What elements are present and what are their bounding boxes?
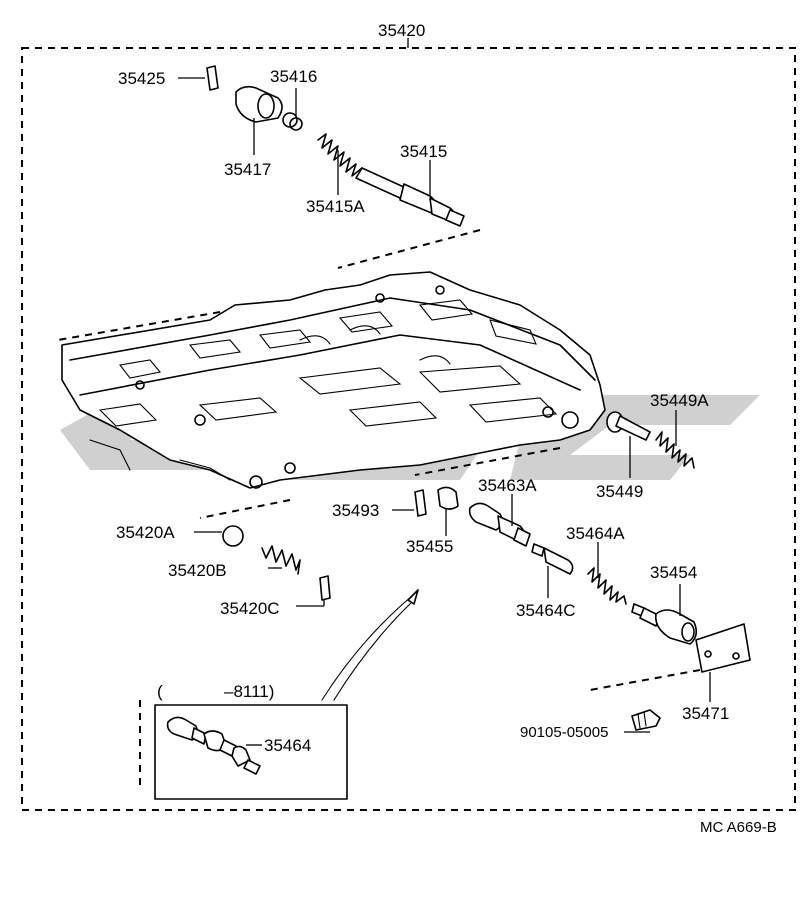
footer-code: MC A669-B bbox=[700, 819, 777, 836]
part-35454-valve bbox=[631, 584, 698, 645]
part-35493-key bbox=[392, 489, 427, 517]
label-35420B: 35420B bbox=[168, 561, 227, 580]
part-35464A-spring bbox=[587, 542, 627, 605]
valve-body bbox=[61, 271, 606, 489]
part-35449-plug bbox=[606, 411, 651, 478]
inset-range-label: –8111) bbox=[224, 682, 274, 701]
axis-line-lower-left bbox=[199, 499, 291, 519]
part-35464C-plug bbox=[531, 543, 574, 598]
label-35449: 35449 bbox=[596, 482, 643, 501]
label-35420A: 35420A bbox=[116, 523, 175, 542]
part-35471-plate bbox=[695, 623, 751, 702]
inset-pointer-arrow bbox=[321, 589, 419, 701]
part-35464-valve bbox=[166, 716, 262, 775]
label-35493: 35493 bbox=[332, 501, 379, 520]
part-35425-key bbox=[178, 65, 219, 91]
part-35415-valve bbox=[355, 160, 465, 227]
label-35415A: 35415A bbox=[306, 197, 365, 216]
label-35454: 35454 bbox=[650, 563, 697, 582]
label-35420C: 35420C bbox=[220, 599, 280, 618]
label-35464C: 35464C bbox=[516, 601, 576, 620]
label-35464: 35464 bbox=[264, 736, 311, 755]
label-90105-05005: 90105-05005 bbox=[520, 724, 608, 741]
label-35455: 35455 bbox=[406, 537, 453, 556]
part-35420A-ball bbox=[194, 525, 244, 547]
axis-line-lower-right bbox=[589, 669, 701, 691]
assembly-boundary bbox=[21, 47, 796, 811]
inset-range-open: ( bbox=[157, 682, 163, 701]
part-35463A-valve bbox=[468, 494, 531, 547]
part-35420C-key bbox=[296, 575, 331, 607]
label-35471: 35471 bbox=[682, 704, 729, 723]
label-35415: 35415 bbox=[400, 142, 447, 161]
part-35449A-spring bbox=[655, 410, 695, 469]
part-35416-plug bbox=[282, 88, 303, 131]
part-35455-plug bbox=[437, 486, 459, 536]
label-35420: 35420 bbox=[378, 21, 425, 40]
part-35420B-spring bbox=[261, 545, 301, 575]
axis-line-top bbox=[337, 229, 481, 269]
inset-frame bbox=[154, 704, 348, 800]
part-90105-05005-bolt bbox=[624, 709, 661, 733]
label-35425: 35425 bbox=[118, 69, 165, 88]
axis-line-mid bbox=[414, 447, 561, 476]
label-35417: 35417 bbox=[224, 160, 271, 179]
part-35417-sleeve bbox=[235, 85, 283, 155]
part-35415A-spring bbox=[317, 133, 363, 195]
label-35463A: 35463A bbox=[478, 476, 537, 495]
axis-line-left bbox=[57, 311, 221, 341]
label-35449A: 35449A bbox=[650, 391, 709, 410]
label-35464A: 35464A bbox=[566, 524, 625, 543]
label-35416: 35416 bbox=[270, 67, 317, 86]
